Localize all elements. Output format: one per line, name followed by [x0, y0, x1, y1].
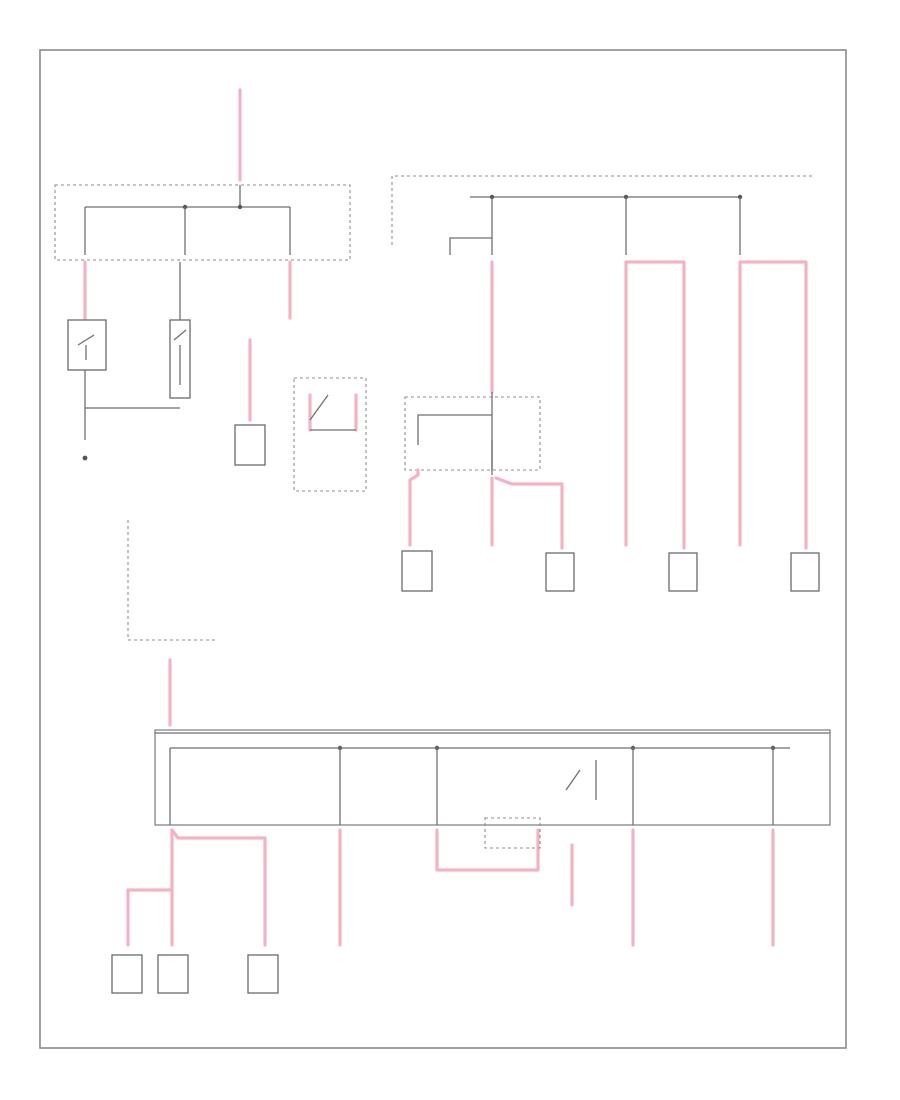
component-3: [668, 552, 698, 592]
lower-fuse3-loop-wire: [435, 828, 540, 872]
component-2: [545, 552, 575, 592]
underhood-fuse-block-outline: [54, 184, 351, 261]
horn-relay: [67, 319, 107, 371]
underhood-fuse-block: [54, 88, 367, 492]
lower-fuse-block: [154, 729, 831, 826]
ip-sub-wire-left: [408, 468, 420, 547]
instrument-panel-fuse-block: [391, 175, 815, 550]
ip-sub-wire-right: [494, 476, 564, 550]
bottom-row-components: [111, 954, 279, 994]
ip-fuse2-wire-right: [624, 260, 686, 550]
component-4: [790, 552, 820, 592]
diagram-frame: [39, 49, 847, 1049]
horn-ground: [82, 455, 88, 461]
component-7: [247, 954, 279, 994]
trailer-relay-outline: [293, 377, 367, 492]
lower-fuse1-wire-main: [170, 828, 267, 947]
component-6: [157, 954, 189, 994]
ip-fuse3-wire-right: [738, 260, 808, 550]
ip-sub-junction-outline: [404, 396, 541, 471]
top-row-components: [401, 550, 820, 592]
lower-fuse-block-outline: [154, 729, 831, 826]
component-1: [401, 550, 433, 592]
ip-fuse-block-outline-top: [391, 175, 815, 245]
lower-fuse1-wire-left: [126, 888, 174, 947]
underhood-lamp: [234, 424, 266, 466]
ignition-switch-outline: [127, 520, 215, 641]
component-5: [111, 954, 143, 994]
